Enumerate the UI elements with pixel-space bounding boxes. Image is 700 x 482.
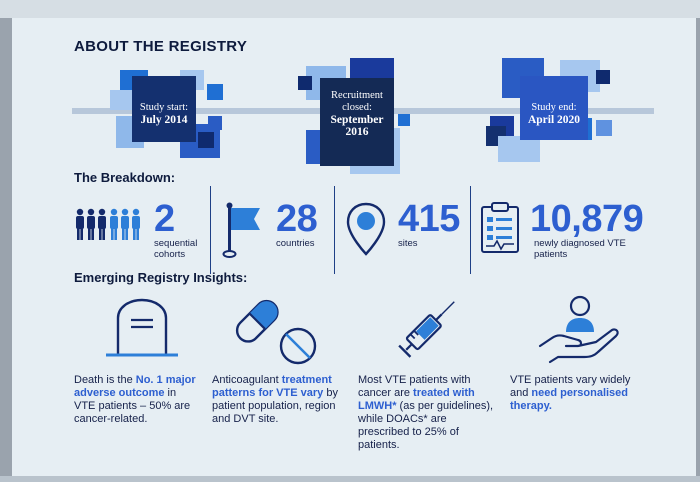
stat-sites-number: 415	[398, 198, 460, 240]
stat-patients-caption: newly diagnosed VTE patients	[534, 238, 626, 260]
syringe-icon	[398, 301, 455, 358]
breakdown-title: The Breakdown:	[74, 170, 176, 185]
flag-icon	[222, 202, 260, 258]
divider	[470, 186, 471, 274]
divider	[334, 186, 335, 274]
top-strip	[0, 0, 700, 18]
location-pin-icon	[346, 202, 386, 256]
people-icon	[76, 208, 140, 240]
pill-icon	[235, 299, 317, 365]
stat-countries-caption: countries	[276, 238, 315, 249]
stat-cohorts-caption: sequential cohorts	[154, 238, 198, 260]
stat-sites-caption: sites	[398, 238, 418, 249]
milestone-start: Study start: July 2014	[139, 102, 189, 126]
stat-patients-number: 10,879	[530, 198, 644, 240]
bottom-strip	[0, 476, 700, 482]
stat-cohorts-number: 2	[154, 198, 175, 240]
insight-cancer-treatment: Most VTE patients with cancer are treate…	[358, 374, 494, 451]
stat-countries-number: 28	[276, 198, 318, 240]
page-title: ABOUT THE REGISTRY	[74, 38, 248, 55]
insight-personalised-therapy: VTE patients vary widely and need person…	[510, 374, 631, 412]
insight-mortality: Death is the No. 1 major adverse outcome…	[74, 374, 196, 425]
hand-person-icon	[538, 295, 619, 364]
registry-infographic: ABOUT THE REGISTRY Study start: July 201…	[12, 18, 696, 476]
insight-treatment-patterns: Anticoagulant treatment patterns for VTE…	[212, 374, 338, 425]
insights-title: Emerging Registry Insights:	[74, 270, 248, 285]
clipboard-icon	[481, 202, 519, 253]
tombstone-icon	[106, 298, 178, 357]
milestone-end: Study end: April 2020	[527, 102, 581, 126]
milestone-recruitment: Recruitment closed: September 2016	[330, 90, 384, 138]
divider	[210, 186, 211, 274]
